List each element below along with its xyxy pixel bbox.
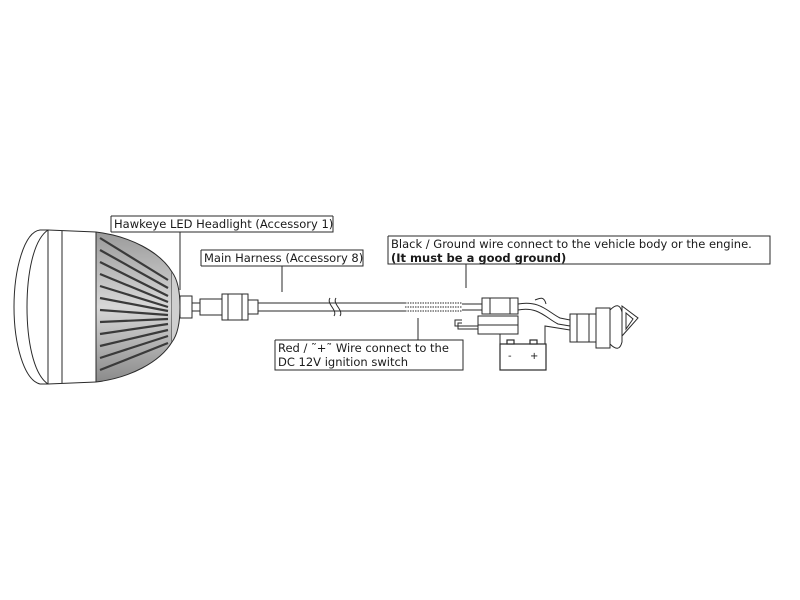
- battery-icon: [499, 339, 547, 371]
- harness-label: Main Harness (Accessory 8): [204, 251, 363, 265]
- headlight-label: Hawkeye LED Headlight (Accessory 1): [114, 217, 333, 231]
- headlight-label-text: Hawkeye LED Headlight (Accessory 1): [114, 217, 334, 231]
- harness-label-text: Main Harness (Accessory 8): [204, 251, 364, 265]
- ground-wire-line2: (It must be a good ground): [391, 251, 567, 265]
- red-wire-label: Red / ˜+˜ Wire connect to the DC 12V ign…: [278, 341, 449, 369]
- callout-leaders: [110, 215, 771, 371]
- relay-icon: [569, 307, 611, 349]
- red-wire-line1: Red / ˜+˜ Wire connect to the: [278, 341, 449, 355]
- switch-icon: [609, 305, 639, 349]
- ground-wire-line1: Black / Ground wire connect to the vehic…: [391, 237, 752, 251]
- red-wire-line2: DC 12V ignition switch: [278, 355, 409, 369]
- connector-icon: [199, 293, 259, 321]
- led-headlight-icon: [13, 229, 200, 385]
- main-harness-cable: [258, 297, 462, 317]
- battery-minus-sign: -: [508, 351, 512, 362]
- battery-plus-sign: +: [530, 351, 539, 362]
- wiring-loom: [454, 297, 571, 345]
- fuse-holder-icon: [477, 297, 519, 335]
- ground-wire-label: Black / Ground wire connect to the vehic…: [391, 237, 752, 265]
